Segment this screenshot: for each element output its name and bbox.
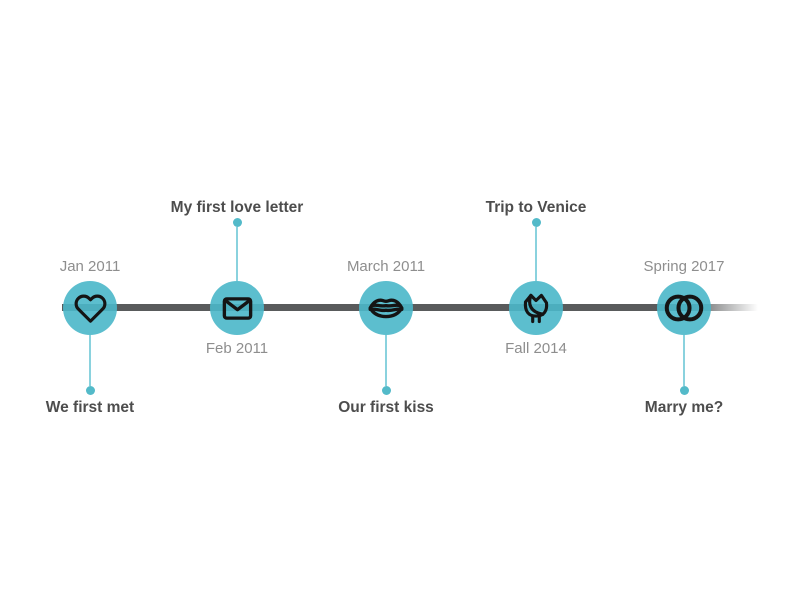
event-connector-line: [683, 335, 685, 386]
event-label: We first met: [45, 399, 135, 416]
event-connector-line: [535, 227, 537, 281]
timeline-event-marry-me: Spring 2017 Marry me?: [584, 0, 784, 600]
event-date: Spring 2017: [643, 258, 725, 275]
event-connector-line: [385, 335, 387, 386]
event-connector-dot: [85, 386, 95, 395]
event-date: Fall 2014: [505, 340, 567, 357]
event-connector-dot: [381, 386, 391, 395]
timeline-event-our-first-kiss: March 2011 Our first kiss: [286, 0, 486, 600]
rings-icon: [662, 286, 706, 330]
timeline-event-we-first-met: Jan 2011 We first met: [0, 0, 190, 600]
event-date: March 2011: [346, 258, 426, 275]
event-node-circle: [210, 281, 264, 335]
event-label: Trip to Venice: [485, 199, 587, 216]
heart-icon: [74, 292, 107, 325]
event-label: My first love letter: [170, 199, 304, 216]
envelope-icon: [220, 291, 255, 326]
event-node-circle: [63, 281, 117, 335]
timeline-event-trip-to-venice: Trip to Venice Fall 2014: [436, 0, 636, 600]
event-connector-dot: [679, 386, 689, 395]
event-label: Our first kiss: [338, 399, 434, 416]
rose-icon: [518, 290, 554, 326]
timeline-event-first-love-letter: My first love letter Feb 2011: [137, 0, 337, 600]
lips-icon: [367, 289, 405, 327]
event-connector-dot: [232, 218, 242, 227]
event-date: Feb 2011: [205, 340, 269, 357]
event-label: Marry me?: [644, 399, 724, 416]
event-node-circle: [359, 281, 413, 335]
event-connector-line: [236, 227, 238, 281]
event-node-circle: [509, 281, 563, 335]
event-connector-dot: [531, 218, 541, 227]
event-node-circle: [657, 281, 711, 335]
event-date: Jan 2011: [59, 258, 121, 275]
event-connector-line: [89, 335, 91, 386]
